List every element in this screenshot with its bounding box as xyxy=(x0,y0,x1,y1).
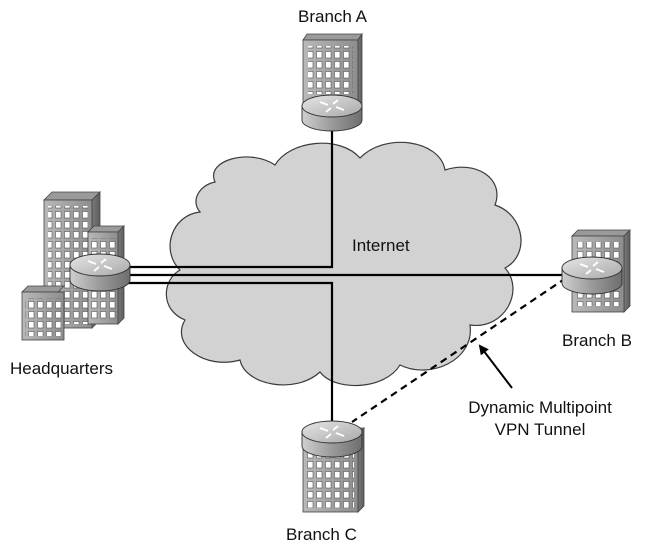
callout-arrow xyxy=(478,344,513,389)
branch-b-label: Branch B xyxy=(562,331,632,350)
link-hq-branch-a xyxy=(128,128,334,269)
internet-label: Internet xyxy=(352,236,410,255)
callout-line-1: Dynamic Multipoint xyxy=(468,398,612,417)
branch-c-label: Branch C xyxy=(286,525,357,544)
router-icon xyxy=(69,253,131,292)
router-icon xyxy=(561,256,623,295)
branch-c-site xyxy=(301,420,365,513)
building-icon xyxy=(302,32,363,120)
headquarters-site xyxy=(21,191,131,341)
router-icon xyxy=(301,94,363,132)
branch-a-label: Branch A xyxy=(298,7,368,26)
branch-a-site xyxy=(301,32,363,132)
dmvpn-tunnel-line xyxy=(351,277,567,423)
router-icon xyxy=(301,420,363,458)
callout-line-2: VPN Tunnel xyxy=(495,420,586,439)
link-hq-branch-c xyxy=(128,281,334,432)
headquarters-label: Headquarters xyxy=(10,359,113,378)
connections xyxy=(128,128,566,432)
branch-b-site xyxy=(561,229,631,313)
internet-cloud xyxy=(165,141,522,387)
